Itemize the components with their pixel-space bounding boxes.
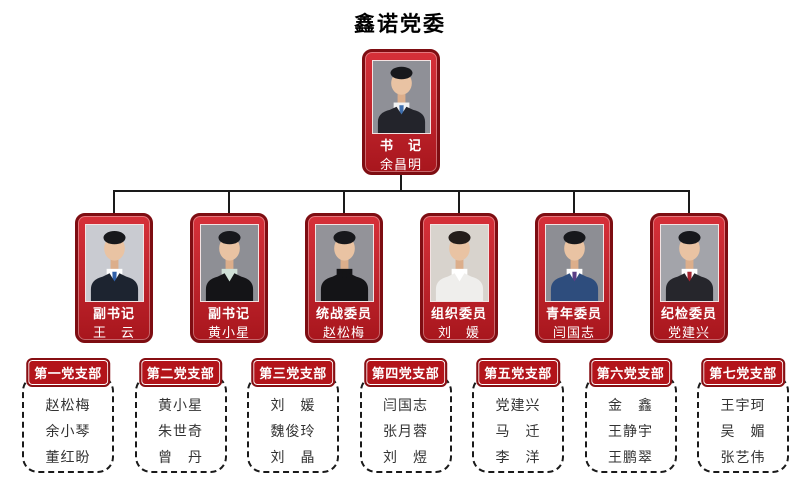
person-title: 副书记: [92, 307, 135, 322]
branch-member: 金 鑫: [608, 398, 653, 414]
person-name: 王 云: [92, 326, 135, 341]
branch-label: 第七党支部: [701, 358, 785, 387]
branch-member: 王宇珂: [720, 398, 766, 414]
branch-member-list: 王宇珂吴 媚张艺伟: [697, 375, 789, 473]
portrait-photo: [659, 224, 719, 302]
branch-member: 李 洋: [495, 450, 541, 466]
branch-member: 曾 丹: [158, 450, 203, 466]
person-title: 青年委员: [545, 307, 602, 322]
portrait-silhouette: [660, 225, 718, 301]
portrait-photo: [544, 224, 604, 302]
portrait-photo: [199, 224, 259, 302]
portrait-silhouette: [545, 225, 603, 301]
branch-box: 第六党支部 金 鑫王静宇王鹏翠: [584, 358, 677, 473]
person-name: 赵松梅: [322, 326, 365, 341]
person-card: 副书记 黄小星: [190, 213, 268, 343]
person-card: 统战委员 赵松梅: [305, 213, 383, 343]
branch-member: 张艺伟: [720, 450, 766, 466]
branch-member-list: 刘 媛魏俊玲刘 晶: [247, 375, 339, 473]
branch-member-list: 赵松梅余小琴董红盼: [22, 375, 114, 473]
person-title: 纪检委员: [660, 307, 717, 322]
connector-line: [400, 175, 402, 192]
person-name: 闫国志: [552, 326, 595, 341]
person-card: 纪检委员 党建兴: [650, 213, 728, 343]
branch-box: 第五党支部 党建兴马 迁李 洋: [472, 358, 564, 473]
branch-member: 董红盼: [45, 450, 91, 466]
branch-box: 第四党支部 闫国志张月蓉刘 煜: [359, 358, 452, 473]
connector-line: [573, 190, 575, 215]
person-title: 组织委员: [430, 307, 487, 322]
connector-line: [228, 190, 230, 215]
branch-member-list: 闫国志张月蓉刘 煜: [359, 375, 452, 473]
portrait-photo: [84, 224, 144, 302]
branch-member: 赵松梅: [45, 398, 91, 414]
org-title: 鑫诺党委: [354, 12, 446, 36]
branch-label: 第二党支部: [138, 358, 223, 387]
branch-member: 魏俊玲: [270, 424, 316, 440]
branch-label: 第四党支部: [363, 358, 448, 387]
branch-member: 吴 媚: [720, 424, 766, 440]
branch-member: 党建兴: [495, 398, 541, 414]
portrait-photo: [371, 60, 431, 134]
portrait-photo: [429, 224, 489, 302]
branch-member-list: 黄小星朱世奇曾 丹: [134, 375, 227, 473]
person-title: 副书记: [207, 307, 250, 322]
branch-box: 第七党支部 王宇珂吴 媚张艺伟: [697, 358, 789, 473]
connector-line: [113, 190, 115, 215]
person-name: 余昌明: [379, 158, 422, 173]
portrait-silhouette: [85, 225, 143, 301]
person-name: 刘 媛: [437, 326, 480, 341]
person-card: 书 记 余昌明: [362, 49, 440, 175]
portrait-silhouette: [430, 225, 488, 301]
portrait-silhouette: [315, 225, 373, 301]
person-name: 黄小星: [207, 326, 250, 341]
branch-member: 刘 煜: [383, 450, 428, 466]
branch-member: 马 迁: [495, 424, 541, 440]
branch-member: 刘 媛: [270, 398, 316, 414]
branch-member: 王鹏翠: [608, 450, 653, 466]
branch-member-list: 金 鑫王静宇王鹏翠: [584, 375, 677, 473]
person-title: 书 记: [379, 139, 422, 154]
connector-line: [458, 190, 460, 215]
branch-label: 第六党支部: [588, 358, 673, 387]
person-card: 组织委员 刘 媛: [420, 213, 498, 343]
branch-member: 黄小星: [158, 398, 203, 414]
connector-line: [113, 190, 690, 192]
connector-line: [343, 190, 345, 215]
branch-box: 第一党支部 赵松梅余小琴董红盼: [22, 358, 114, 473]
branch-member: 闫国志: [383, 398, 428, 414]
branch-member-list: 党建兴马 迁李 洋: [472, 375, 564, 473]
portrait-silhouette: [372, 61, 430, 133]
person-card: 副书记 王 云: [75, 213, 153, 343]
branch-member: 朱世奇: [158, 424, 203, 440]
branch-label: 第五党支部: [476, 358, 560, 387]
person-card: 青年委员 闫国志: [535, 213, 613, 343]
portrait-silhouette: [200, 225, 258, 301]
branch-member: 张月蓉: [383, 424, 428, 440]
branch-box: 第二党支部 黄小星朱世奇曾 丹: [134, 358, 227, 473]
branch-member: 余小琴: [45, 424, 91, 440]
branch-label: 第三党支部: [251, 358, 335, 387]
branch-box: 第三党支部 刘 媛魏俊玲刘 晶: [247, 358, 339, 473]
connector-line: [688, 190, 690, 215]
portrait-photo: [314, 224, 374, 302]
branch-member: 刘 晶: [270, 450, 316, 466]
branch-member: 王静宇: [608, 424, 653, 440]
person-name: 党建兴: [667, 326, 710, 341]
person-title: 统战委员: [315, 307, 372, 322]
branch-label: 第一党支部: [26, 358, 110, 387]
